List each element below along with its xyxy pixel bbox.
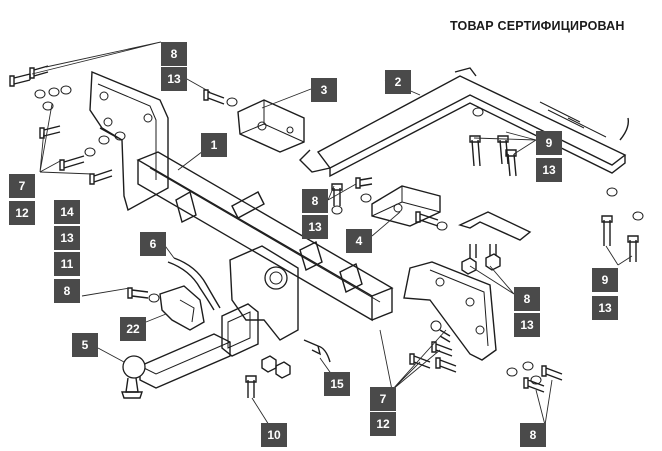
- callout-13-right-b: 13: [514, 313, 540, 337]
- bracket-part-3: [237, 99, 305, 153]
- frame-rail-part-2: [299, 67, 630, 241]
- callout-11: 11: [54, 252, 80, 276]
- callout-12-left: 12: [9, 201, 35, 225]
- callout-8-bottom: 8: [520, 423, 546, 447]
- callout-10: 10: [261, 423, 287, 447]
- callout-3: 3: [311, 78, 337, 102]
- socket-bracket-part-22: [159, 285, 205, 331]
- wire-harness-part-6: [167, 257, 221, 311]
- left-mount-plate: [89, 70, 169, 212]
- callout-13-right: 13: [536, 158, 562, 182]
- callout-13-stack: 13: [54, 226, 80, 250]
- right-mount-plate: [403, 261, 497, 361]
- callout-8-right: 8: [514, 287, 540, 311]
- callout-7-left: 7: [9, 174, 35, 198]
- spring-pin-part-15: [303, 339, 331, 363]
- callout-9-top: 9: [536, 131, 562, 155]
- callout-12-bottom: 12: [370, 412, 396, 436]
- crossbar-part-1: [136, 151, 394, 322]
- callout-13-mid: 13: [302, 215, 328, 239]
- callout-2: 2: [385, 70, 411, 94]
- callout-13-top: 13: [161, 67, 187, 91]
- callout-8-mid: 8: [302, 189, 328, 213]
- callout-4: 4: [346, 229, 372, 253]
- receiver-housing: [221, 245, 299, 357]
- certified-label: ТОВАР СЕРТИФИЦИРОВАН: [450, 19, 625, 33]
- callout-15: 15: [324, 372, 350, 396]
- callout-22: 22: [120, 317, 146, 341]
- callout-14: 14: [54, 200, 80, 224]
- bracket-part-4: [371, 185, 441, 227]
- callout-5: 5: [72, 333, 98, 357]
- callout-8-stack: 8: [54, 279, 80, 303]
- callout-6: 6: [140, 232, 166, 256]
- callout-8-top: 8: [161, 42, 187, 66]
- callout-7-bottom: 7: [370, 387, 396, 411]
- callout-9-right: 9: [592, 268, 618, 292]
- callout-13-far-right: 13: [592, 296, 618, 320]
- callout-1: 1: [201, 133, 227, 157]
- ball-mount-part-5: [121, 333, 231, 399]
